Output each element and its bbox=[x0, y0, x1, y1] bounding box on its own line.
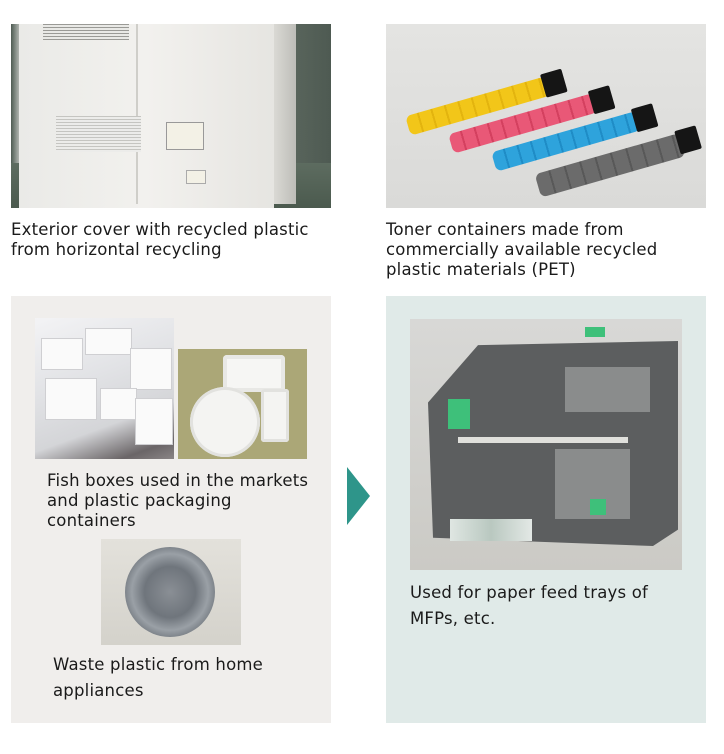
caption-line: plastic materials (PET) bbox=[386, 260, 576, 279]
plastic-trays-photo bbox=[178, 349, 307, 459]
paper-feed-tray-photo bbox=[410, 319, 682, 570]
caption-line: containers bbox=[47, 511, 136, 530]
caption-line: MFPs, etc. bbox=[410, 609, 496, 628]
waste-plastic-caption: Waste plastic from home appliances bbox=[53, 652, 263, 704]
caption-line: and plastic packaging bbox=[47, 491, 232, 510]
fish-boxes-photo bbox=[35, 318, 174, 459]
toner-containers-photo bbox=[386, 24, 706, 208]
caption-line: appliances bbox=[53, 681, 144, 700]
toner-containers-caption: Toner containers made from commercially … bbox=[386, 220, 657, 280]
caption-line: commercially available recycled bbox=[386, 240, 658, 259]
paper-feed-tray-caption: Used for paper feed trays of MFPs, etc. bbox=[410, 580, 648, 632]
caption-line: Waste plastic from home bbox=[53, 655, 263, 674]
printer-exterior-photo bbox=[11, 24, 331, 208]
caption-line: Fish boxes used in the markets bbox=[47, 471, 309, 490]
caption-line: Exterior cover with recycled plastic bbox=[11, 220, 309, 239]
right-arrow-icon bbox=[347, 467, 370, 525]
caption-line: Used for paper feed trays of bbox=[410, 583, 649, 602]
fish-boxes-caption: Fish boxes used in the markets and plast… bbox=[47, 471, 308, 531]
exterior-cover-caption: Exterior cover with recycled plastic fro… bbox=[11, 220, 309, 260]
waste-plastic-photo bbox=[101, 539, 241, 645]
caption-line: Toner containers made from bbox=[386, 220, 624, 239]
caption-line: from horizontal recycling bbox=[11, 240, 222, 259]
